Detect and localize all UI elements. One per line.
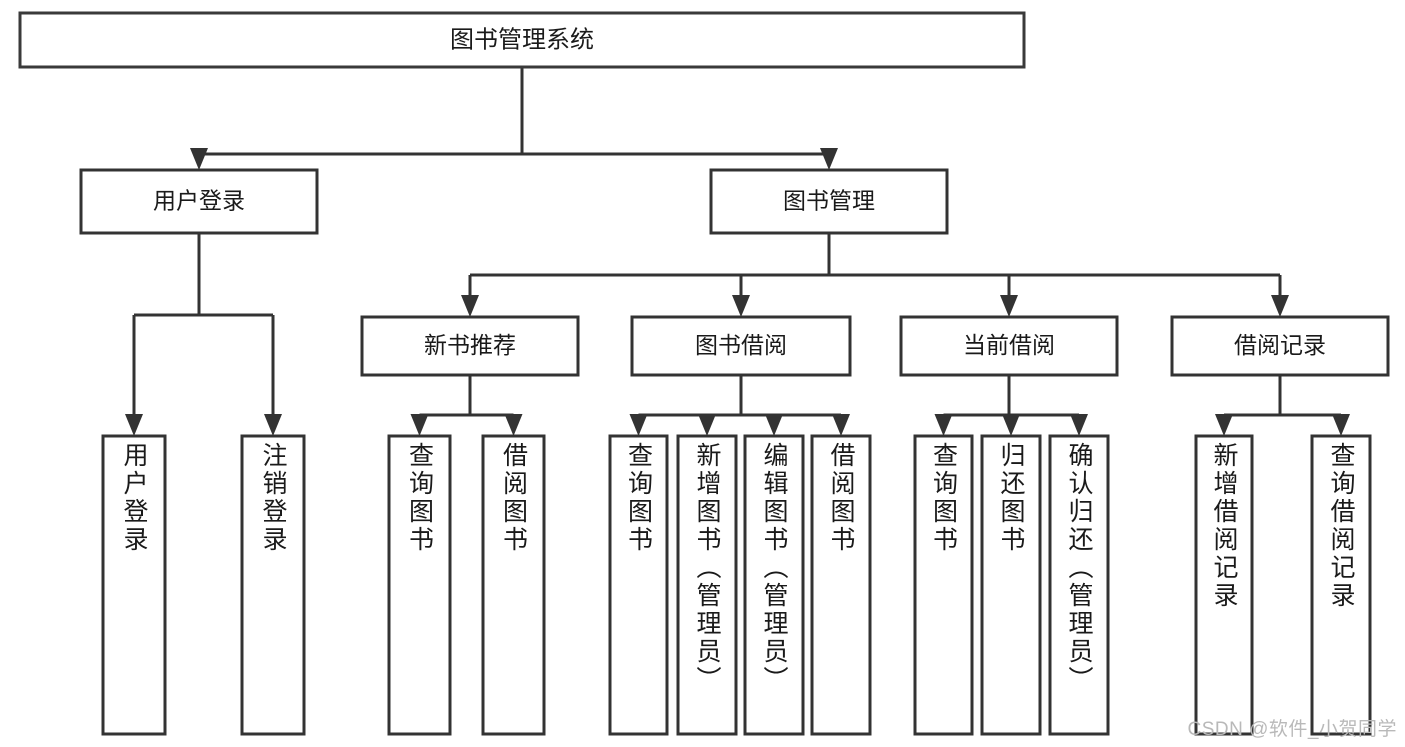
arrow-head <box>1271 295 1289 317</box>
node-level3-label: 当前借阅 <box>963 332 1055 358</box>
node-level3-box[interactable] <box>1170 315 1390 377</box>
arrow-head <box>461 295 479 317</box>
node-leaf-box[interactable] <box>101 434 167 736</box>
arrow-head <box>1002 414 1020 436</box>
arrow-head <box>125 414 143 436</box>
watermark-text: CSDN @软件_小贺同学 <box>1187 719 1397 740</box>
node-leaf-box[interactable] <box>913 434 974 736</box>
arrow-head <box>264 414 282 436</box>
node-level2-label: 图书管理 <box>783 188 875 214</box>
arrow-head <box>820 148 838 170</box>
node-root-label: 图书管理系统 <box>450 26 594 53</box>
arrow-head <box>765 414 783 436</box>
node-level2-label: 用户登录 <box>153 188 245 214</box>
node-root-box[interactable] <box>18 11 1026 69</box>
arrow-head <box>832 414 850 436</box>
arrow-head <box>1000 295 1018 317</box>
node-level3-box[interactable] <box>360 315 580 377</box>
node-leaf-box[interactable] <box>1048 434 1110 736</box>
node-level3-box[interactable] <box>899 315 1119 377</box>
node-leaf-box[interactable] <box>1194 434 1254 736</box>
node-leaf-box[interactable] <box>980 434 1042 736</box>
node-level3-label: 新书推荐 <box>424 332 516 358</box>
connector-layer <box>125 67 1350 436</box>
node-level3-box[interactable] <box>630 315 852 377</box>
arrow-head <box>1332 414 1350 436</box>
box-layer <box>18 11 1390 736</box>
arrow-head <box>934 414 953 436</box>
arrow-head <box>732 295 750 317</box>
arrow-head <box>504 414 523 436</box>
node-level2-box[interactable] <box>709 168 949 235</box>
node-leaf-box[interactable] <box>743 434 805 736</box>
node-level3-label: 借阅记录 <box>1234 332 1326 358</box>
arrow-head <box>190 148 208 170</box>
arrow-head <box>698 414 716 436</box>
node-leaf-box[interactable] <box>481 434 546 736</box>
node-leaf-box[interactable] <box>608 434 669 736</box>
arrow-head <box>1215 414 1233 436</box>
node-leaf-box[interactable] <box>676 434 738 736</box>
node-leaf-box[interactable] <box>240 434 306 736</box>
arrow-head <box>410 414 429 436</box>
arrow-head <box>629 414 648 436</box>
node-level3-label: 图书借阅 <box>695 332 787 358</box>
node-leaf-box[interactable] <box>1310 434 1372 736</box>
node-leaf-box[interactable] <box>387 434 452 736</box>
arrow-head <box>1070 414 1088 436</box>
node-level2-box[interactable] <box>79 168 319 235</box>
node-leaf-box[interactable] <box>810 434 872 736</box>
